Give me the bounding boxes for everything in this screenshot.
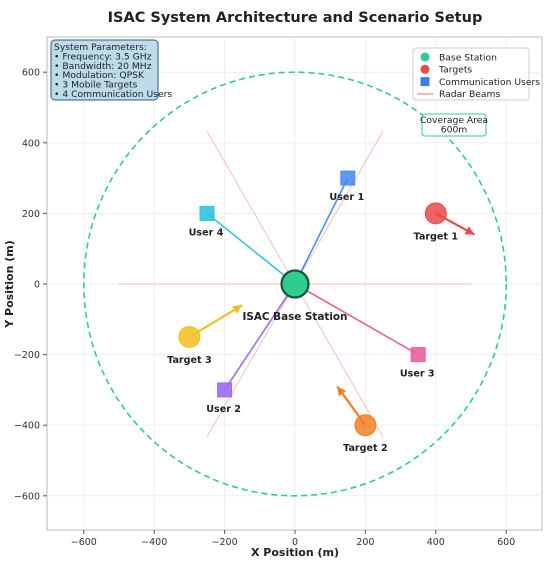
x-tick-label: −200 (212, 537, 238, 548)
x-tick-label: 200 (356, 537, 374, 548)
radar-beam (206, 130, 296, 285)
system-parameters-box: System Parameters:• Frequency: 3.5 GHz• … (50, 39, 172, 101)
user-marker (217, 382, 233, 398)
communication-link (294, 283, 419, 356)
coverage-label-box (421, 113, 487, 137)
legend-marker-circle (420, 52, 430, 62)
legend-marker-square (420, 77, 430, 87)
target-label: Target 2 (343, 443, 388, 454)
target-marker (354, 414, 377, 437)
y-tick-label: 0 (34, 280, 40, 291)
scenario-markers (178, 170, 476, 437)
legend-label: Radar Beams (439, 89, 501, 100)
target-arrow-head (464, 226, 475, 235)
coverage-label: Coverage Area (420, 115, 488, 126)
x-axis-label: X Position (m) (251, 546, 339, 559)
x-tick-label: 600 (497, 537, 515, 548)
chart-title: ISAC System Architecture and Scenario Se… (108, 10, 483, 26)
communication-link (223, 283, 296, 391)
info-box-line: • 4 Communication Users (54, 89, 172, 100)
legend-box (412, 47, 530, 101)
legend-label: Communication Users (439, 77, 540, 88)
user-label: User 1 (329, 192, 364, 203)
coverage-circle (83, 71, 507, 497)
info-box-line: • Frequency: 3.5 GHz (54, 51, 152, 62)
base-station-marker (280, 269, 310, 299)
info-box-line: • Bandwidth: 20 MHz (54, 61, 152, 72)
target-arrow-head (232, 305, 243, 314)
x-tick-label: 400 (427, 537, 445, 548)
target-label: Target 1 (414, 231, 459, 242)
info-box-background (50, 39, 159, 101)
target-marker (424, 202, 447, 225)
radar-beam (294, 283, 384, 438)
x-tick-label: −600 (71, 537, 97, 548)
legend-label: Base Station (439, 52, 497, 63)
user-label: User 4 (189, 227, 224, 238)
info-box-line: System Parameters: (54, 42, 147, 53)
target-label: Target 3 (167, 355, 212, 366)
user-marker (199, 205, 215, 221)
communication-link (294, 177, 349, 285)
user-label: User 3 (400, 369, 435, 380)
user-label: User 2 (206, 404, 241, 415)
point-labels: User 1 User 2 User 3 User 4 Target 1 Target 2… (167, 192, 458, 454)
user-marker (410, 347, 426, 363)
y-tick-label: 400 (22, 138, 40, 149)
radar-beams (119, 130, 471, 438)
target-arrow-head (337, 386, 347, 397)
legend-label: Targets (438, 65, 472, 76)
y-axis-label: Y Position (m) (3, 240, 16, 329)
legend-marker-circle (420, 64, 430, 74)
y-tick-label: 200 (22, 209, 40, 220)
base-station-label: ISAC Base Station (243, 311, 348, 323)
y-tick-label: −400 (14, 421, 40, 432)
radar-beam (294, 130, 384, 285)
axis-ticks: −600 −400 −200 0 200 400 600 −600 −400 −200 0 200 40… (14, 68, 515, 548)
info-box-line: • 3 Mobile Targets (54, 80, 138, 91)
coverage-label: 600m (441, 125, 468, 136)
x-tick-label: −400 (141, 537, 167, 548)
y-tick-label: 600 (22, 68, 40, 79)
y-tick-label: −200 (14, 350, 40, 361)
radar-beam (206, 283, 296, 438)
communication-links (206, 177, 419, 391)
user-marker (340, 170, 356, 186)
x-tick-label: 0 (292, 537, 298, 548)
target-marker (178, 325, 201, 348)
y-tick-label: −600 (14, 491, 40, 502)
communication-link (206, 212, 296, 285)
info-box-line: • Modulation: QPSK (54, 70, 145, 81)
